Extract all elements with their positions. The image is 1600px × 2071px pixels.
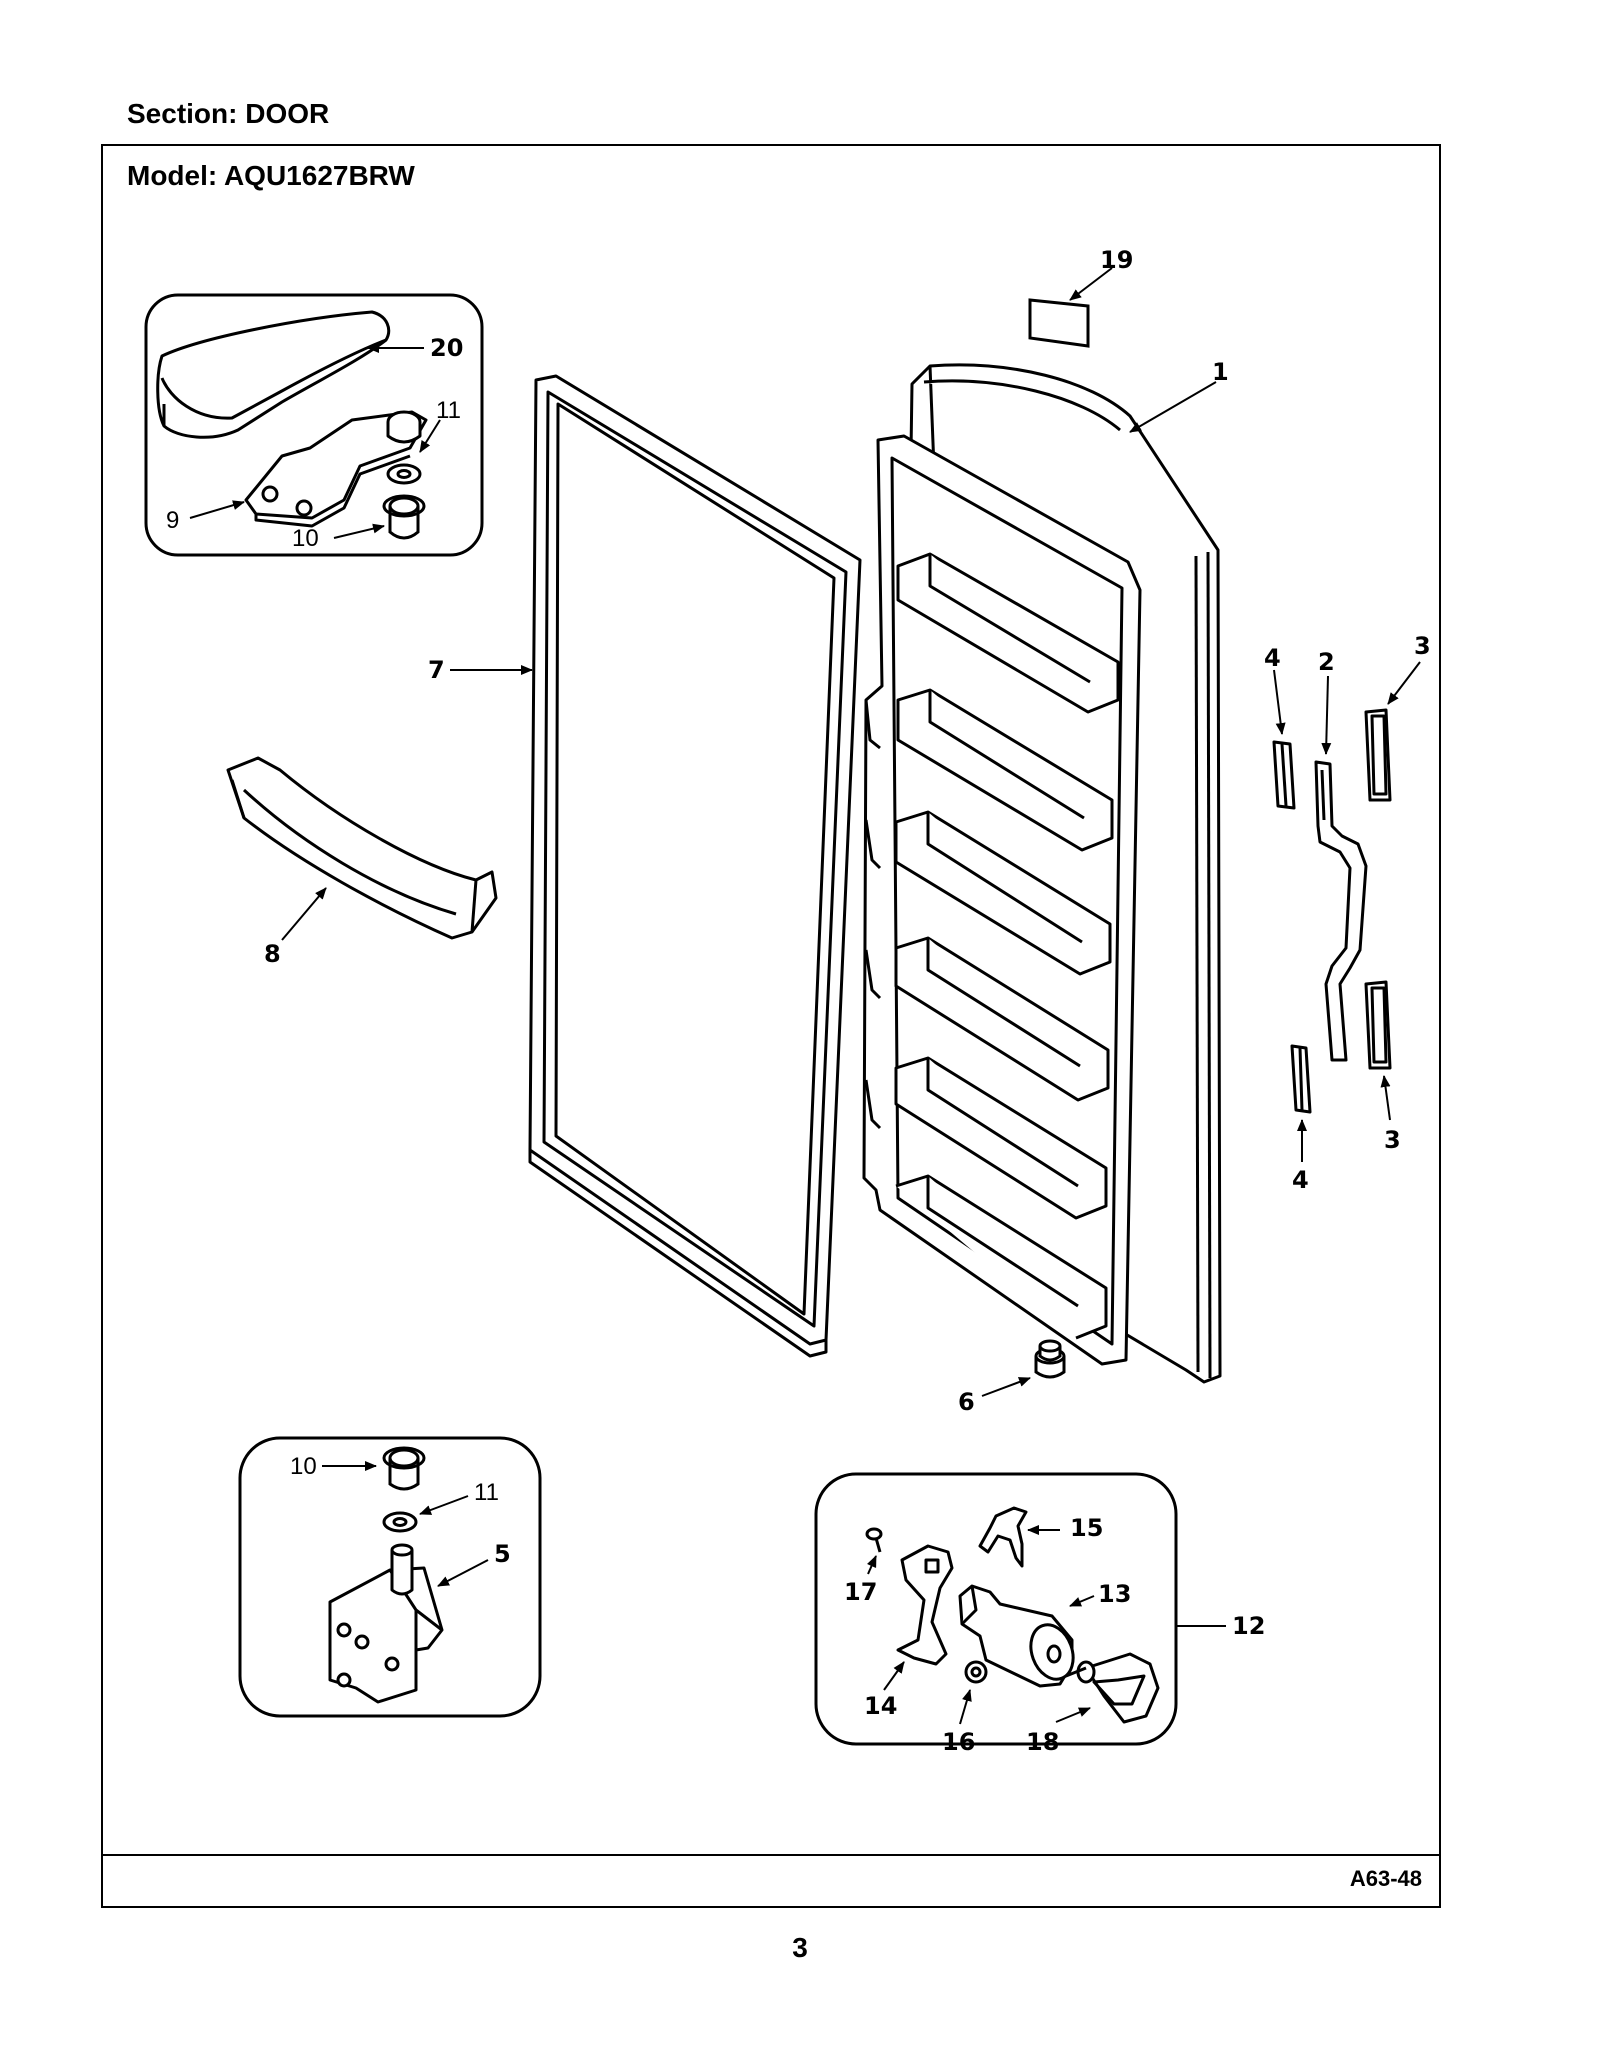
callout-19: 19 <box>1100 246 1133 274</box>
page-number: 3 <box>792 1932 808 1963</box>
callout-5: 5 <box>494 1540 511 1568</box>
lock-key-part <box>1065 1652 1160 1724</box>
callout-1: 1 <box>1212 358 1229 386</box>
callout-labels: 19 1 20 11 9 10 7 8 4 2 3 3 4 6 10 11 5 … <box>166 246 1431 1756</box>
callout-arrow-8 <box>281 887 327 941</box>
door-gasket-part <box>528 374 862 1358</box>
inset-top-hinge <box>144 293 484 557</box>
inset-bottom-hinge <box>238 1436 542 1718</box>
callout-8: 8 <box>264 940 281 968</box>
lock-clip-part <box>978 1506 1028 1568</box>
callout-14: 14 <box>864 1692 897 1720</box>
bushing-part-top <box>382 494 426 540</box>
door-handle-parts <box>1272 708 1392 1114</box>
model-title: Model: AQU1627BRW <box>127 160 415 191</box>
screw-part <box>865 1527 883 1553</box>
callout-2: 2 <box>1318 648 1335 676</box>
callout-20: 20 <box>430 334 463 362</box>
callout-6: 6 <box>958 1388 975 1416</box>
callout-10-bottom: 10 <box>290 1453 317 1480</box>
callout-12: 12 <box>1232 1612 1265 1640</box>
callout-16: 16 <box>942 1728 975 1756</box>
callout-10-top: 10 <box>292 525 319 552</box>
label-part <box>1028 267 1113 348</box>
callout-4-bottom: 4 <box>1292 1166 1309 1194</box>
callout-arrow-1 <box>1129 381 1217 433</box>
callout-18: 18 <box>1026 1728 1059 1756</box>
hinge-plate-part <box>244 410 428 528</box>
callout-3-top: 3 <box>1414 632 1431 660</box>
lock-cylinder-part <box>958 1584 1075 1688</box>
callout-17: 17 <box>844 1578 877 1606</box>
callout-3-bottom: 3 <box>1384 1126 1401 1154</box>
star-washer-part <box>964 1660 988 1684</box>
inset-lock-kit <box>814 1472 1226 1746</box>
diagram-code: A63-48 <box>1349 1866 1422 1891</box>
callout-13: 13 <box>1098 1580 1131 1608</box>
callout-9: 9 <box>166 507 179 534</box>
hinge-cover-part <box>156 310 391 439</box>
footer-divider <box>101 1854 1441 1856</box>
door-shelf-bar-part <box>226 756 498 940</box>
washer-part-top <box>386 463 422 485</box>
diagram-frame <box>101 144 1441 1908</box>
door-stop-part <box>981 1339 1066 1397</box>
section-title: Section: DOOR <box>127 98 330 129</box>
callout-11-bottom: 11 <box>474 1479 499 1506</box>
lock-cam-part <box>896 1544 954 1666</box>
handle-callout-arrows <box>1273 661 1421 1162</box>
callout-11-top: 11 <box>436 397 461 424</box>
callout-7: 7 <box>428 656 445 684</box>
door-liner-part <box>862 363 1222 1384</box>
callout-4-top: 4 <box>1264 644 1281 672</box>
callout-15: 15 <box>1070 1514 1103 1542</box>
